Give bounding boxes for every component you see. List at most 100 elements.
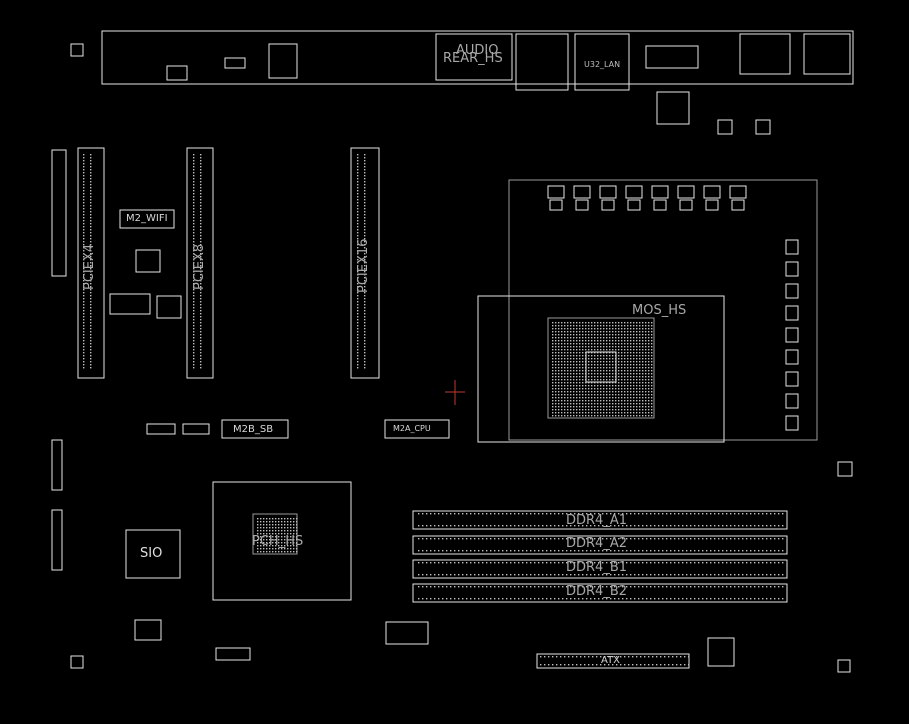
left-header-2[interactable]	[51, 439, 63, 491]
m2b-sb-label: M2B_SB	[233, 424, 274, 435]
mount-hole-3[interactable]	[837, 659, 851, 673]
dimm-pins-4	[418, 586, 784, 600]
vrm-choke-top[interactable]	[547, 185, 565, 199]
vrm-mosfet-top[interactable]	[705, 199, 719, 211]
hf-usb-header[interactable]	[385, 621, 429, 645]
vrm-mosfet-top[interactable]	[575, 199, 589, 211]
vrm-choke-side[interactable]	[785, 415, 799, 431]
vrm-mosfet-top[interactable]	[627, 199, 641, 211]
vrm-choke-side[interactable]	[785, 327, 799, 343]
pu7-chip[interactable]	[182, 423, 210, 435]
vrm-choke-top[interactable]	[651, 185, 669, 199]
dimm-slot-3[interactable]	[412, 559, 788, 579]
rear-io-outline[interactable]	[101, 30, 854, 85]
corner-chip[interactable]	[837, 461, 853, 477]
vrm-choke-top[interactable]	[625, 185, 643, 199]
atx-pins	[540, 656, 690, 666]
power-phase-1[interactable]	[268, 43, 298, 79]
vrm-choke-side[interactable]	[785, 305, 799, 321]
power-jack[interactable]	[707, 637, 735, 667]
pciex4-label: PCIEX4	[82, 243, 97, 290]
ecu-chip-2[interactable]	[156, 295, 182, 319]
mos-hs-label: MOS_HS	[632, 303, 687, 318]
audio-connector[interactable]	[435, 33, 513, 81]
m2-wifi-slot[interactable]	[119, 209, 175, 229]
m2a-cpu-label: M2A_CPU	[393, 424, 431, 433]
pciex16-slot[interactable]	[350, 147, 380, 379]
cpu-center-die[interactable]	[585, 351, 617, 383]
pch-heatsink-outline[interactable]	[212, 481, 352, 601]
vrm-mosfet-top[interactable]	[601, 199, 615, 211]
vrm-choke-side[interactable]	[785, 261, 799, 277]
mount-hole-2[interactable]	[70, 655, 84, 669]
pu8-chip[interactable]	[146, 423, 176, 435]
front-panel-header[interactable]	[215, 647, 251, 661]
dimm-slot-1[interactable]	[412, 510, 788, 530]
vrm-choke-top[interactable]	[599, 185, 617, 199]
small-chip-2[interactable]	[166, 65, 188, 81]
dimm-pins-1	[418, 513, 784, 527]
vrm-choke-top[interactable]	[729, 185, 747, 199]
usb-lan-connector-2[interactable]	[574, 33, 630, 91]
small-chip-1[interactable]	[224, 57, 246, 69]
dimm-a1-label: DDR4_A1	[566, 513, 627, 528]
pciex4-slot[interactable]	[77, 147, 105, 379]
ecu-chip[interactable]	[135, 249, 161, 273]
vrm-choke-side[interactable]	[785, 239, 799, 255]
pciex8-pins	[193, 154, 202, 369]
rear-hs-label: REAR_HS	[443, 51, 503, 66]
pciex16-label: PCIEX16	[356, 238, 371, 293]
pch-pins	[257, 518, 298, 553]
pciex16-pins	[357, 154, 366, 369]
vrm-choke-top[interactable]	[677, 185, 695, 199]
dimm-b1-label: DDR4_B1	[566, 560, 628, 575]
network-chip[interactable]	[656, 91, 690, 125]
pch-hs-label: PCH_HS	[252, 534, 304, 549]
vrm-mosfet-top[interactable]	[731, 199, 745, 211]
vrm-choke-side[interactable]	[785, 349, 799, 365]
vrm-choke-top[interactable]	[703, 185, 721, 199]
sio-chip[interactable]	[125, 529, 181, 579]
io-chip-1[interactable]	[717, 119, 733, 135]
vrm-mosfet-top[interactable]	[679, 199, 693, 211]
mos-heatsink-outline[interactable]	[477, 295, 725, 443]
m2-wifi-label: M2_WIFI	[126, 213, 168, 224]
left-header-3[interactable]	[51, 509, 63, 571]
vrm-choke-side[interactable]	[785, 283, 799, 299]
audio-label: AUDIO	[456, 43, 499, 58]
battery-area[interactable]	[134, 619, 162, 641]
dimm-pins-3	[418, 562, 784, 576]
vrm-choke-side[interactable]	[785, 393, 799, 409]
vrm-mosfet-top[interactable]	[653, 199, 667, 211]
dimm-a2-label: DDR4_A2	[566, 536, 627, 551]
m2b-sb-slot[interactable]	[221, 419, 289, 439]
usb-2-connector[interactable]	[645, 45, 699, 69]
atx-24pin-connector[interactable]	[536, 653, 690, 669]
sio-label: SIO	[140, 546, 163, 561]
dimm-slot-2[interactable]	[412, 535, 788, 555]
pciex8-slot[interactable]	[186, 147, 214, 379]
pciex8-label: PCIEX8	[192, 243, 207, 290]
usb-stack-connector[interactable]	[803, 33, 851, 75]
m2a-cpu-slot[interactable]	[384, 419, 450, 439]
mount-hole-1[interactable]	[70, 43, 84, 57]
usb-lan-connector-1[interactable]	[515, 33, 569, 91]
dimm-slot-4[interactable]	[412, 583, 788, 603]
vrm-choke-top[interactable]	[573, 185, 591, 199]
cpu-socket-outline[interactable]	[547, 317, 655, 419]
vrm-mosfet-top[interactable]	[549, 199, 563, 211]
dimm-b2-label: DDR4_B2	[566, 584, 628, 599]
atx-label: ATX	[601, 655, 621, 666]
memory-chip-block[interactable]	[109, 293, 151, 315]
display-connector[interactable]	[739, 33, 791, 75]
pciex4-pins	[83, 154, 92, 369]
cpu-socket-pins	[552, 322, 653, 417]
left-header-strip[interactable]	[51, 149, 67, 277]
dimm-pins-2	[418, 538, 784, 552]
u32-lan-label: U32_LAN	[584, 60, 621, 69]
vrm-choke-side[interactable]	[785, 371, 799, 387]
io-chip-2[interactable]	[755, 119, 771, 135]
cpu-vrm-region[interactable]	[508, 179, 818, 441]
